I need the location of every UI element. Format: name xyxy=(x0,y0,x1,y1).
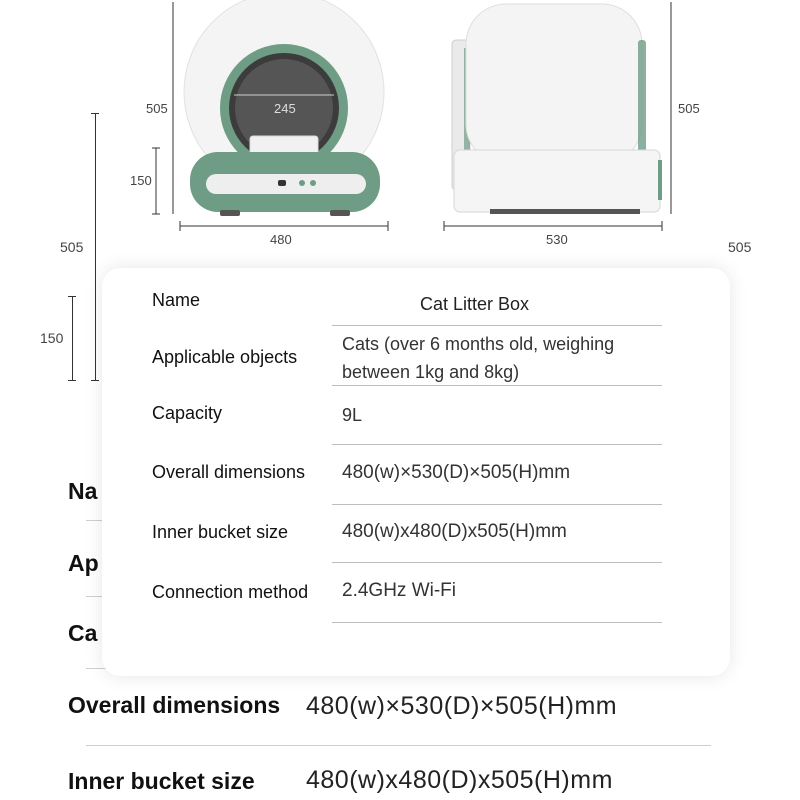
background-right-height-label: 505 xyxy=(728,239,752,255)
background-label-inner-bucket-size: Inner bucket size xyxy=(68,768,255,794)
spec-label-overall-dimensions: Overall dimensions xyxy=(152,462,306,482)
background-base-tick-bottom xyxy=(68,380,76,381)
row-separator xyxy=(332,562,662,563)
background-label-capacity-partial: Ca xyxy=(68,620,98,646)
spec-label-capacity: Capacity xyxy=(152,403,223,423)
background-height-tick-bottom xyxy=(91,380,99,381)
background-label-name-partial: Na xyxy=(68,478,98,504)
spec-label-applicable-objects: Applicable objects xyxy=(152,347,298,367)
side-height-label: 505 xyxy=(678,101,700,116)
spec-value-capacity: 9L xyxy=(342,405,363,425)
spec-value-overall-dimensions: 480(w)×530(D)×505(H)mm xyxy=(342,462,571,483)
spec-label-inner-bucket-size: Inner bucket size xyxy=(152,522,289,542)
row-separator xyxy=(332,444,662,445)
spec-label-name: Name xyxy=(152,290,201,310)
background-value-inner-bucket-size: 480(w)x480(D)x505(H)mm xyxy=(306,766,613,794)
row-separator xyxy=(332,385,662,386)
spec-value-applicable-objects-line1: Cats (over 6 months old, weighing xyxy=(342,334,615,354)
background-base-label: 150 xyxy=(40,330,64,346)
spec-label-connection-method: Connection method xyxy=(152,582,309,602)
front-base-height-label: 150 xyxy=(130,173,152,188)
background-height-line xyxy=(95,113,96,381)
front-view-diagram xyxy=(152,0,389,231)
front-height-label: 505 xyxy=(146,101,168,116)
front-inner-width-label: 245 xyxy=(274,101,296,116)
front-width-label: 480 xyxy=(270,232,292,247)
side-depth-label: 530 xyxy=(546,232,568,247)
spec-value-connection-method: 2.4GHz Wi-Fi xyxy=(342,580,456,601)
background-label-overall-dimensions: Overall dimensions xyxy=(68,692,281,718)
specs-card xyxy=(102,268,730,676)
spec-value-inner-bucket-size: 480(w)x480(D)x505(H)mm xyxy=(342,521,567,542)
spec-value-name: Cat Litter Box xyxy=(420,294,530,314)
background-base-tick-top xyxy=(68,296,76,297)
row-separator xyxy=(332,325,662,326)
background-height-label: 505 xyxy=(60,239,84,255)
row-separator xyxy=(332,504,662,505)
background-height-tick-top xyxy=(91,113,99,114)
background-base-line xyxy=(72,296,73,380)
spec-value-applicable-objects-line2: between 1kg and 8kg) xyxy=(342,362,520,382)
row-separator xyxy=(332,622,662,623)
background-label-applicable-partial: Ap xyxy=(68,550,99,576)
side-view-diagram xyxy=(443,2,672,231)
background-separator xyxy=(86,745,711,746)
background-value-overall-dimensions: 480(w)×530(D)×505(H)mm xyxy=(306,692,618,720)
